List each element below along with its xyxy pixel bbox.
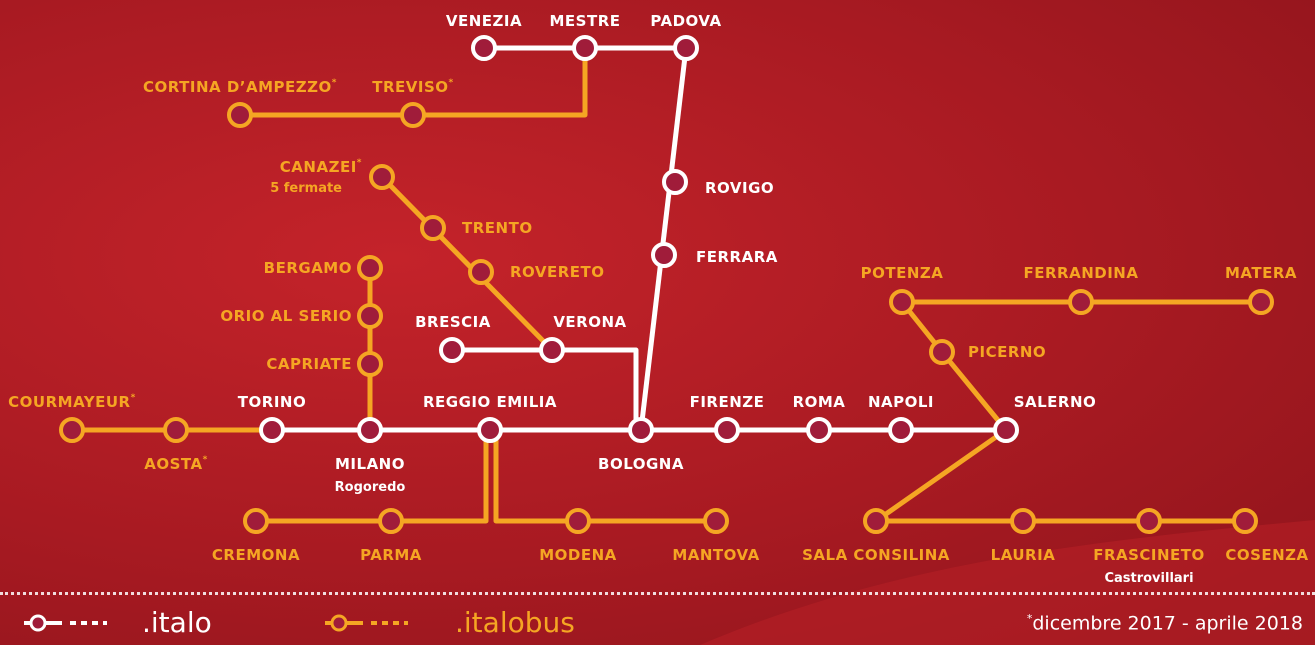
- label-napoli: NAPOLI: [868, 393, 934, 411]
- label-salerno: SALERNO: [1014, 393, 1097, 411]
- label-potenza: POTENZA: [861, 264, 944, 282]
- station-roma[interactable]: [806, 417, 832, 443]
- footnote: *dicembre 2017 - aprile 2018: [1026, 612, 1303, 635]
- station-lauria[interactable]: [1010, 508, 1036, 534]
- label-milano: MILANO: [335, 455, 405, 473]
- label-frascineto: FRASCINETO: [1093, 546, 1205, 564]
- label-treviso: TREVISO*: [372, 78, 454, 96]
- label-torino: TORINO: [238, 393, 306, 411]
- station-padova[interactable]: [673, 35, 699, 61]
- italo-legend-symbol: [24, 614, 107, 632]
- label-bergamo: BERGAMO: [264, 259, 352, 277]
- label-sala-consilina: SALA CONSILINA: [802, 546, 950, 564]
- label-frascineto-sub: Castrovillari: [1104, 571, 1193, 586]
- label-picerno: PICERNO: [968, 343, 1046, 361]
- label-canazei-sub: 5 fermate: [270, 181, 342, 196]
- label-brescia: BRESCIA: [415, 313, 491, 331]
- label-canazei: CANAZEI*: [280, 158, 362, 176]
- station-brescia[interactable]: [439, 337, 465, 363]
- station-rovigo[interactable]: [662, 169, 688, 195]
- bus-line-treviso: [240, 48, 588, 118]
- background-swoosh: [700, 520, 1315, 645]
- station-frascineto[interactable]: [1136, 508, 1162, 534]
- station-orio-al-serio[interactable]: [357, 303, 383, 329]
- station-rovereto[interactable]: [468, 259, 494, 285]
- label-cosenza: COSENZA: [1225, 546, 1308, 564]
- bus-line-cremona: [256, 430, 489, 524]
- label-matera: MATERA: [1225, 264, 1297, 282]
- label-cremona: CREMONA: [212, 546, 300, 564]
- label-orio-al-serio: ORIO AL SERIO: [220, 307, 352, 325]
- label-rovigo: ROVIGO: [705, 179, 774, 197]
- label-mestre: MESTRE: [549, 12, 620, 30]
- station-cortina[interactable]: [227, 102, 253, 128]
- station-modena[interactable]: [565, 508, 591, 534]
- station-aosta[interactable]: [163, 417, 189, 443]
- station-courmayeur[interactable]: [59, 417, 85, 443]
- label-lauria: LAURIA: [991, 546, 1056, 564]
- label-ferrara: FERRARA: [696, 248, 778, 266]
- italobus-logo: .italobus: [455, 606, 575, 639]
- station-milano[interactable]: [357, 417, 383, 443]
- station-mantova[interactable]: [703, 508, 729, 534]
- label-ferrandina: FERRANDINA: [1024, 264, 1139, 282]
- italo-line-padova-bologna: [638, 47, 689, 431]
- label-bologna: BOLOGNA: [598, 455, 684, 473]
- italobus-legend-symbol: [325, 614, 408, 632]
- label-courmayeur: COURMAYEUR*: [8, 393, 136, 411]
- station-trento[interactable]: [420, 215, 446, 241]
- bus-line-canazei: [380, 175, 554, 352]
- station-salerno[interactable]: [993, 417, 1019, 443]
- label-modena: MODENA: [539, 546, 617, 564]
- station-picerno[interactable]: [929, 339, 955, 365]
- legend-footer: .italo .italobus *dicembre 2017 - aprile…: [0, 592, 1315, 645]
- station-ferrara[interactable]: [651, 242, 677, 268]
- label-padova: PADOVA: [650, 12, 721, 30]
- station-bologna[interactable]: [628, 417, 654, 443]
- label-reggio-emilia: REGGIO EMILIA: [423, 393, 557, 411]
- station-verona[interactable]: [539, 337, 565, 363]
- station-ferrandina[interactable]: [1068, 289, 1094, 315]
- station-capriate[interactable]: [357, 351, 383, 377]
- label-verona: VERONA: [553, 313, 626, 331]
- station-mestre[interactable]: [572, 35, 598, 61]
- station-bergamo[interactable]: [357, 255, 383, 281]
- station-canazei[interactable]: [369, 164, 395, 190]
- label-trento: TRENTO: [462, 219, 533, 237]
- label-venezia: VENEZIA: [446, 12, 522, 30]
- station-cremona[interactable]: [243, 508, 269, 534]
- label-rovereto: ROVERETO: [510, 263, 605, 281]
- bus-line-cosenza: [873, 427, 1245, 524]
- station-sala-consilina[interactable]: [863, 508, 889, 534]
- station-potenza[interactable]: [889, 289, 915, 315]
- station-parma[interactable]: [378, 508, 404, 534]
- bus-line-mantova: [493, 430, 716, 524]
- label-capriate: CAPRIATE: [266, 355, 352, 373]
- label-mantova: MANTOVA: [672, 546, 759, 564]
- label-milano-sub: Rogoredo: [335, 480, 406, 495]
- station-torino[interactable]: [259, 417, 285, 443]
- italo-logo: .italo: [142, 606, 212, 639]
- legend-divider: [0, 592, 1315, 595]
- label-parma: PARMA: [360, 546, 422, 564]
- station-cosenza[interactable]: [1232, 508, 1258, 534]
- label-roma: ROMA: [793, 393, 846, 411]
- station-napoli[interactable]: [888, 417, 914, 443]
- station-venezia[interactable]: [471, 35, 497, 61]
- italo-line-brescia: [452, 347, 639, 430]
- station-treviso[interactable]: [400, 102, 426, 128]
- station-matera[interactable]: [1248, 289, 1274, 315]
- label-firenze: FIRENZE: [690, 393, 765, 411]
- label-aosta: AOSTA*: [144, 455, 208, 473]
- label-cortina: CORTINA D’AMPEZZO*: [143, 78, 337, 96]
- station-firenze[interactable]: [714, 417, 740, 443]
- station-reggio-emilia[interactable]: [477, 417, 503, 443]
